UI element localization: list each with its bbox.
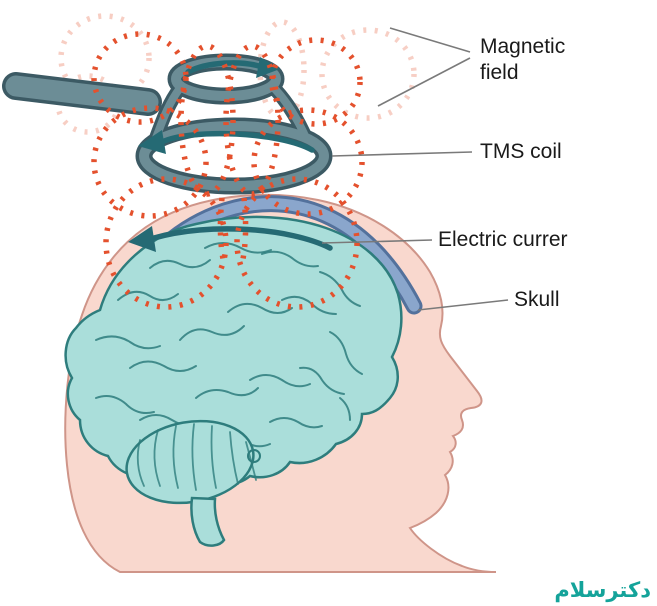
leader-magnetic-field-top [389, 27, 471, 53]
tms-coil [135, 53, 333, 195]
magnetic-field-dots-faded [55, 13, 417, 135]
cerebellum [125, 419, 261, 505]
watermark-logo: دکترسلام [554, 578, 651, 602]
brainstem [190, 496, 226, 547]
label-electric-current: Electric currer [438, 228, 568, 251]
leader-tms-coil [331, 151, 473, 157]
label-skull: Skull [514, 288, 560, 311]
electric-current-arrow [128, 226, 333, 252]
label-tms-coil: TMS coil [480, 140, 562, 163]
cerebellum-node [247, 449, 261, 463]
coil-current-arrows [138, 57, 315, 154]
label-magnetic-field: Magnetic field [480, 35, 566, 85]
magnetic-field-dots [91, 31, 365, 310]
brain-gyri [95, 242, 363, 448]
coil-handle [2, 72, 162, 116]
leader-skull [417, 299, 509, 311]
leader-magnetic-field-bottom [377, 57, 471, 107]
leader-electric-current [321, 239, 433, 244]
brain [64, 215, 403, 547]
leader-lines [321, 27, 509, 311]
